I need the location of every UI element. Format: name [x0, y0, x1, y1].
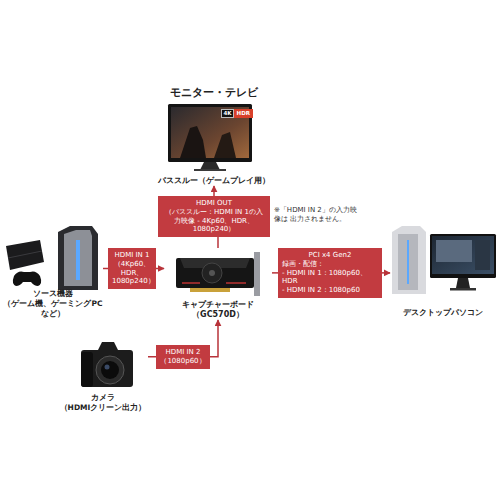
- game-console-illustration: [13, 272, 41, 287]
- signal-connector: [148, 356, 156, 358]
- desktop-pc-illustration: [407, 240, 409, 284]
- tv-illustration: [214, 132, 236, 158]
- node-text: ソース機器: [33, 289, 73, 299]
- capture-card-illustration: [190, 288, 230, 292]
- port-box: PCI x4 Gen2録画・配信：- HDMI IN 1：1080p60、HDR…: [278, 248, 382, 298]
- desktop-pc-illustration: [456, 278, 470, 288]
- port-box: HDMI OUT（パススルー：HDMI IN 1の入力映像 - 4Kp60、HD…: [158, 196, 270, 237]
- desktop-pc-illustration: [430, 234, 496, 278]
- capture-card-illustration: [176, 252, 260, 296]
- game-console-illustration: [8, 251, 42, 258]
- node-text: カメラ: [91, 393, 115, 403]
- node-text: （パススルー：HDMI IN 1の入力映像 - 4Kp60、HDR、1080p2…: [162, 208, 266, 234]
- gaming-pc-illustration: [64, 230, 92, 286]
- signal-connector: [156, 268, 164, 270]
- gaming-pc-illustration: [58, 226, 98, 290]
- gaming-pc-illustration: [58, 226, 98, 290]
- device-node: キャプチャーボード（GC570D）: [164, 248, 272, 320]
- device-node: ソース機器（ゲーム機、ゲーミングPCなど）: [3, 224, 103, 318]
- capture-card-illustration: [182, 282, 246, 284]
- tv-illustration: [200, 162, 220, 170]
- device-node: カメラ（HDMIクリーン出力）: [58, 334, 148, 412]
- node-text: PCI x4 Gen2: [282, 251, 378, 260]
- desktop-pc-illustration: [450, 288, 476, 291]
- camera-illustration: [81, 342, 133, 387]
- game-console-illustration: [6, 240, 44, 286]
- note-text: ※「HDMI IN 2」の入力映像は 出力されません。: [274, 206, 362, 224]
- camera-illustration: [96, 356, 124, 384]
- game-console-illustration: [6, 240, 44, 270]
- signal-connector: [217, 237, 219, 248]
- device-node: デスクトップパソコン: [390, 224, 496, 318]
- desktop-pc-illustration: [398, 234, 418, 290]
- node-text: （1080p60）: [160, 357, 206, 366]
- desktop-pc-illustration: [392, 226, 496, 294]
- tv-illustration: [180, 126, 206, 158]
- node-text: キャプチャーボード（GC570D）: [164, 300, 272, 320]
- desktop-pc-illustration: [392, 226, 426, 294]
- node-text: モニター・テレビ: [170, 86, 258, 100]
- badge-text: HDR: [234, 109, 252, 118]
- camera-illustration: [101, 361, 119, 379]
- port-box: HDMI IN 2（1080p60）: [156, 345, 210, 369]
- node-text: パススルー（ゲームプレイ用）: [158, 176, 270, 186]
- tv-illustration: [168, 104, 252, 171]
- node-text: HDMI IN 2: [160, 348, 206, 357]
- node-text: （HDMIクリーン出力）: [60, 403, 147, 412]
- signal-connector: [210, 320, 218, 357]
- node-text: HDMI IN 1: [112, 251, 152, 260]
- signal-connector: [213, 186, 215, 196]
- tv-illustration: [168, 104, 252, 162]
- gaming-pc-illustration: [76, 240, 80, 280]
- desktop-pc-illustration: [432, 236, 494, 274]
- port-box: HDMI IN 1（4Kp60、HDR、 1080p240）: [108, 248, 156, 289]
- node-text: （4Kp60、HDR、 1080p240）: [112, 260, 152, 286]
- desktop-pc-illustration: [475, 240, 490, 270]
- camera-illustration: [81, 352, 93, 387]
- capture-card-illustration: [202, 263, 222, 283]
- node-text: - HDMI IN 1：1080p60、HDR: [282, 269, 378, 287]
- node-text: 録画・配信：: [282, 260, 378, 269]
- capture-card-illustration: [176, 258, 254, 288]
- badge-text: 4K: [221, 109, 234, 118]
- tv-illustration: [194, 169, 226, 171]
- node-text: HDMI OUT: [162, 199, 266, 208]
- camera-illustration: [81, 342, 133, 387]
- node-text: （ゲーム機、ゲーミングPCなど）: [3, 299, 103, 318]
- capture-card-illustration: [254, 252, 260, 296]
- device-node: モニター・テレビパススルー（ゲームプレイ用）: [154, 86, 274, 186]
- signal-connector: [382, 272, 390, 274]
- camera-illustration: [105, 365, 110, 370]
- node-text: デスクトップパソコン: [403, 308, 483, 318]
- capture-card-illustration: [209, 270, 215, 276]
- node-text: - HDMI IN 2：1080p60: [282, 286, 378, 295]
- desktop-pc-illustration: [436, 240, 472, 262]
